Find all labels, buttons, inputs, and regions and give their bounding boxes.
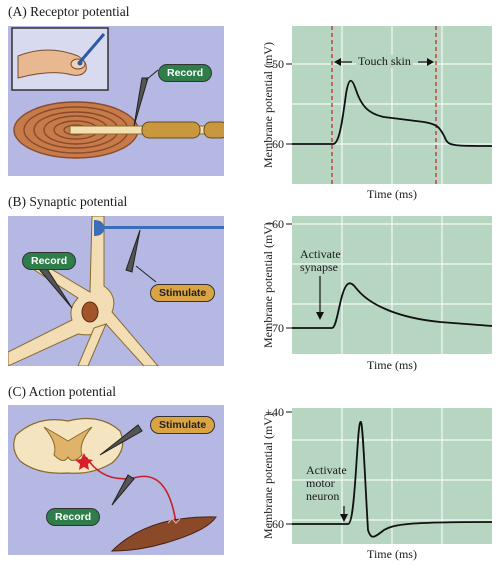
- ylabel-b: Membrane potential (mV): [261, 222, 275, 348]
- activate-synapse-line1: Activate: [300, 247, 341, 261]
- activate-motor-line3: neuron: [306, 489, 340, 503]
- record-tag-b: Record: [22, 252, 77, 270]
- xlabel-b: Time (ms): [367, 358, 417, 372]
- plot-b-background: [292, 216, 492, 354]
- tick-b-lower: −70: [265, 321, 284, 335]
- tick-a-lower: −60: [265, 137, 284, 151]
- activate-motor-line2: motor: [306, 476, 335, 490]
- xlabel-a: Time (ms): [367, 187, 417, 201]
- touch-skin-label: Touch skin: [356, 54, 413, 68]
- stimulate-tag-c: Stimulate: [150, 416, 216, 434]
- record-tag-c: Record: [46, 508, 101, 526]
- activate-motor-neuron-label: Activate motor neuron: [306, 464, 347, 503]
- tick-c-upper: +40: [265, 405, 284, 419]
- tick-b-upper: −60: [265, 217, 284, 231]
- ylabel-c: Membrane potential (mV): [261, 413, 275, 539]
- panel-a-title: (A) Receptor potential: [8, 4, 130, 19]
- activate-synapse-line2: synapse: [300, 260, 338, 274]
- activate-synapse-label: Activate synapse: [300, 248, 341, 274]
- panel-b-title: (B) Synaptic potential: [8, 194, 128, 209]
- ylabel-a: Membrane potential (mV): [261, 42, 275, 168]
- panel-c-title: (C) Action potential: [8, 384, 116, 399]
- record-tag-a: Record: [158, 64, 213, 82]
- tick-c-lower: −60: [265, 517, 284, 531]
- plot-a-background: [292, 26, 492, 184]
- activate-motor-line1: Activate: [306, 463, 347, 477]
- receptor-illustration: [8, 26, 224, 176]
- tick-a-upper: −50: [265, 57, 284, 71]
- stimulate-tag-b: Stimulate: [150, 284, 216, 302]
- xlabel-c: Time (ms): [367, 547, 417, 561]
